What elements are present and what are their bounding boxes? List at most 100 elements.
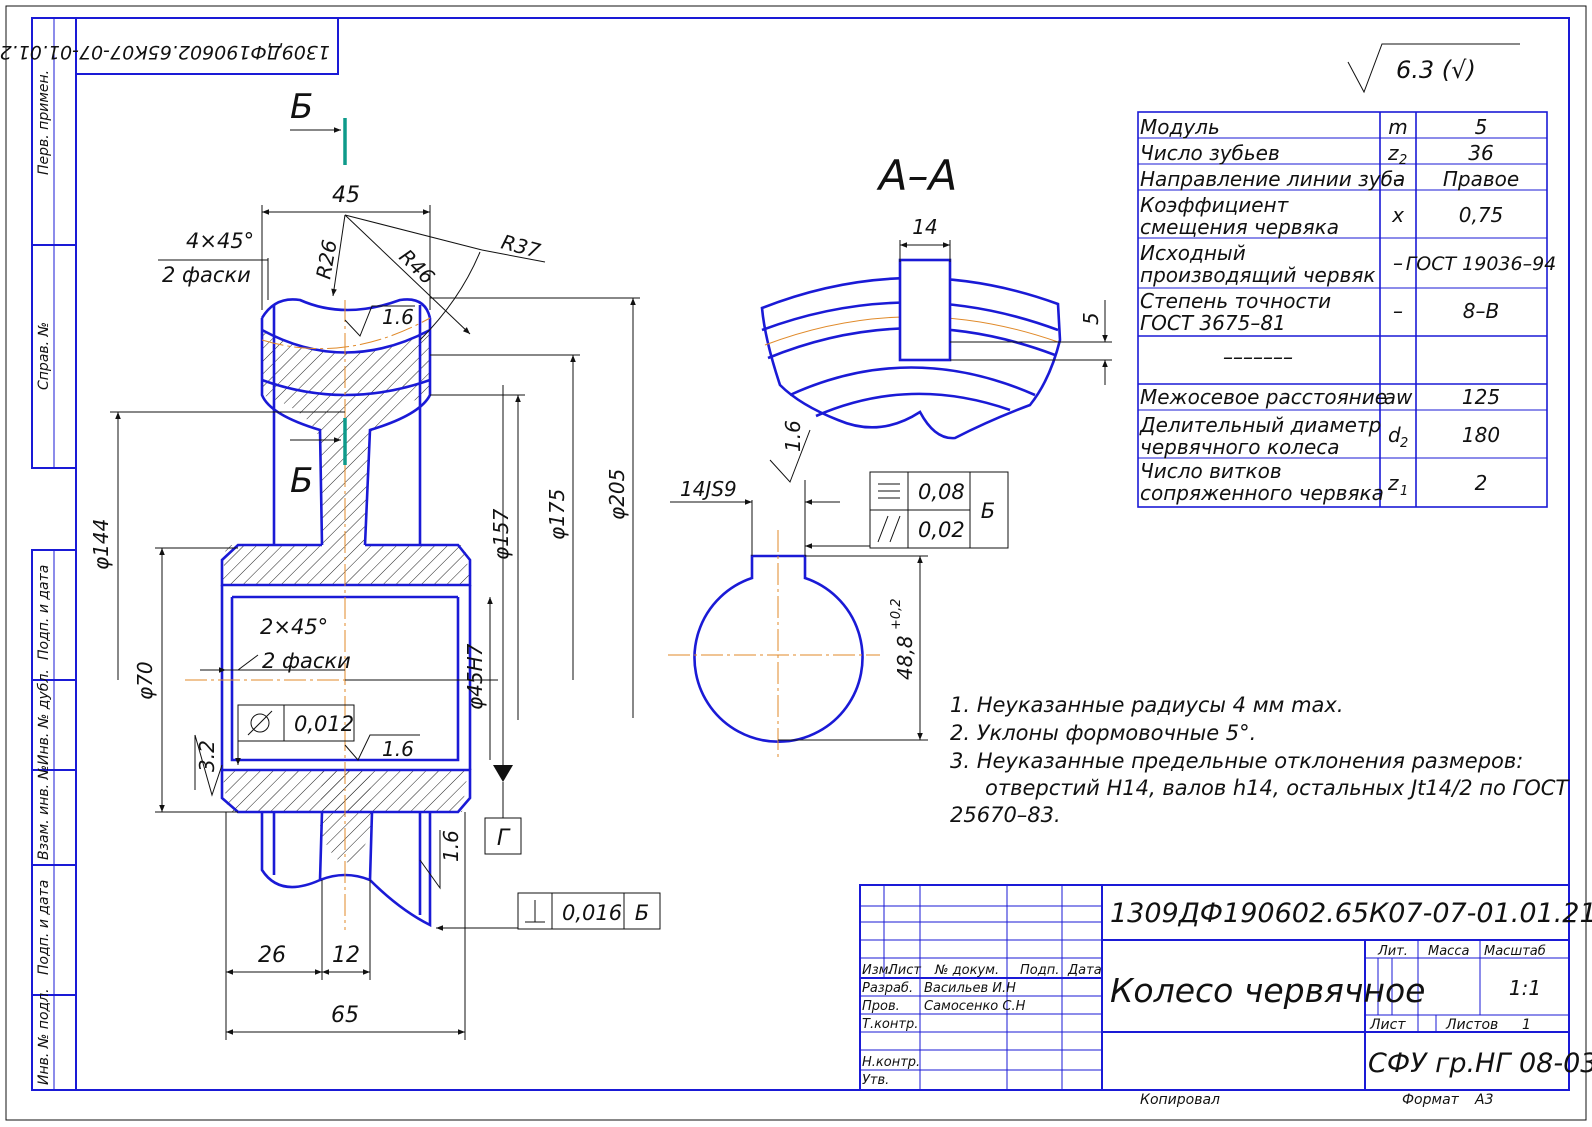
- side-label-4: Взам. инв. №: [36, 765, 52, 860]
- side-label-3: Инв. № дубл.: [36, 669, 52, 765]
- param-val-9: 2: [1475, 471, 1488, 495]
- top-stamp-code: 1309ДФ190602.65К07-07-01.01.21: [0, 41, 330, 63]
- note-0: 1. Неуказанные радиусы 4 мм max.: [950, 693, 1344, 717]
- perp-datum: Б: [635, 901, 649, 925]
- tb-prov-name: Самосенко С.Н: [924, 999, 1026, 1014]
- dim-48-8: 48,8: [893, 635, 917, 680]
- param-sub-9: 1: [1400, 484, 1408, 499]
- param-sub-1: 2: [1399, 153, 1407, 168]
- param-name2-8: червячного колеса: [1140, 435, 1340, 459]
- tb-col-sign: Подп.: [1020, 963, 1059, 978]
- roughness-general: 6.3 (√): [1396, 56, 1476, 84]
- dim-phi157: φ157: [489, 508, 513, 560]
- dim-w26: 26: [258, 943, 286, 968]
- param-val-8: 180: [1462, 423, 1500, 447]
- section-a-a-view: А–А 14 5: [760, 151, 1112, 440]
- side-label-2: Подп. и дата: [36, 565, 52, 660]
- side-label-0: Перв. примен.: [36, 70, 52, 175]
- rough-16a: 1.6: [382, 305, 414, 329]
- dim-chamfer1b: 2 фаски: [162, 263, 251, 287]
- side-label-1: Справ. №: [36, 322, 52, 390]
- tb-utv: Утв.: [862, 1073, 889, 1088]
- dim-key14: 14: [912, 215, 937, 239]
- param-val-1: 36: [1468, 141, 1493, 165]
- section-label: А–А: [876, 151, 957, 200]
- dim-w65: 65: [331, 1003, 359, 1028]
- tb-mass: Масса: [1428, 944, 1469, 959]
- param-sym-3: x: [1391, 203, 1404, 227]
- tb-scale-hdr: Масштаб: [1484, 944, 1546, 959]
- side-label-6: Инв. № подл.: [36, 988, 52, 1085]
- param-name-0: Модуль: [1140, 115, 1220, 139]
- dim-phi70: φ70: [133, 661, 157, 700]
- param-sym-0: m: [1388, 115, 1407, 139]
- param-name-1: Число зубьев: [1140, 141, 1280, 165]
- param-name-7: Межосевое расстояние: [1140, 385, 1387, 409]
- dim-phi144: φ144: [89, 519, 113, 570]
- param-name-2: Направление линии зуба: [1140, 167, 1405, 191]
- param-name2-5: ГОСТ 3675–81: [1140, 311, 1286, 335]
- general-roughness: 6.3 (√): [1347, 43, 1520, 94]
- tb-razrab-name: Васильев И.Н: [924, 981, 1016, 996]
- tb-sheets-n: 1: [1522, 1017, 1531, 1033]
- tb-format: Формат: [1402, 1092, 1460, 1108]
- datum-g: Г: [497, 826, 511, 851]
- dim-14js9: 14JS9: [680, 477, 737, 501]
- dim-phi175: φ175: [545, 489, 569, 540]
- tb-tkontr: Т.контр.: [862, 1017, 918, 1032]
- rough-32: 3.2: [195, 740, 219, 772]
- param-name-8: Делительный диаметр: [1139, 413, 1381, 437]
- left-margin-strip: Перв. примен. Справ. № Подп. и дата Инв.…: [31, 17, 77, 1091]
- rough-16b: 1.6: [382, 737, 414, 761]
- param-name2-4: производящий червяк: [1140, 263, 1375, 287]
- title-block: Изм. Лист № докум. Подп. Дата Разраб. Ва…: [859, 884, 1592, 1108]
- param-val-0: 5: [1475, 115, 1488, 139]
- param-val-5: 8–В: [1463, 299, 1499, 323]
- param-val-4: ГОСТ 19036–94: [1406, 253, 1557, 275]
- tb-sheets: Листов: [1445, 1017, 1498, 1033]
- tb-razrab: Разраб.: [862, 981, 913, 996]
- tb-title: Колесо червячное: [1110, 971, 1425, 1010]
- tol-datum: Б: [981, 499, 995, 523]
- param-val-7: 125: [1462, 385, 1500, 409]
- flat-val: 0,08: [918, 480, 965, 504]
- param-name-6: –––––––: [1223, 345, 1293, 369]
- outer-border: [5, 5, 1587, 1121]
- cut-label-top: Б: [290, 87, 313, 127]
- par-val: 0,02: [918, 518, 965, 542]
- dim-phi205: φ205: [605, 469, 629, 520]
- cut-label-bottom: Б: [290, 461, 313, 501]
- tb-col-izm: Изм.: [862, 963, 893, 978]
- dim-r26: R26: [311, 238, 341, 281]
- note-4: 25670–83.: [950, 803, 1061, 827]
- dim-phi45h7: φ45Н7: [463, 643, 487, 710]
- param-name-4: Исходный: [1140, 241, 1246, 265]
- dim-45: 45: [332, 183, 360, 208]
- param-val-3: 0,75: [1459, 203, 1504, 227]
- param-sym-8: d: [1388, 423, 1401, 447]
- tb-nkontr: Н.контр.: [862, 1055, 920, 1070]
- param-sub-8: 2: [1400, 436, 1408, 451]
- side-label-5: Подп. и дата: [36, 880, 52, 975]
- rough-16d: 1.6: [781, 420, 805, 452]
- tb-col-list: Лист: [887, 963, 921, 978]
- parameters-table: Модуль m 5 Число зубьев z 2 36 Направлен…: [1137, 111, 1557, 508]
- bore-keyway-view: 14JS9 1.6 0,08 0,02 Б 48,8 +0,2: [668, 420, 1009, 760]
- param-name2-3: смещения червяка: [1140, 215, 1339, 239]
- rough-16c: 1.6: [439, 830, 463, 862]
- tb-format-val: А3: [1474, 1092, 1493, 1108]
- tb-prov: Пров.: [862, 999, 900, 1014]
- top-stamp-box: [75, 17, 339, 75]
- tb-sheet: Лист: [1369, 1017, 1406, 1033]
- param-sym-4: –: [1393, 251, 1403, 275]
- dim-48-8-tol: +0,2: [889, 598, 904, 630]
- tb-doc-code: 1309ДФ190602.65К07-07-01.01.21: [1110, 898, 1592, 929]
- param-name-3: Коэффициент: [1140, 193, 1290, 217]
- param-name-5: Степень точности: [1140, 289, 1331, 313]
- tb-col-doc: № докум.: [934, 963, 999, 978]
- param-sym-1: z: [1387, 141, 1399, 165]
- technical-notes: 1. Неуказанные радиусы 4 мм max. 2. Укло…: [950, 693, 1570, 827]
- wheel-section-view: Б Б 45 R26 R46 R37 4×45° 2 фаски 1.6 φ14…: [89, 87, 661, 1040]
- dim-w12: 12: [332, 943, 360, 968]
